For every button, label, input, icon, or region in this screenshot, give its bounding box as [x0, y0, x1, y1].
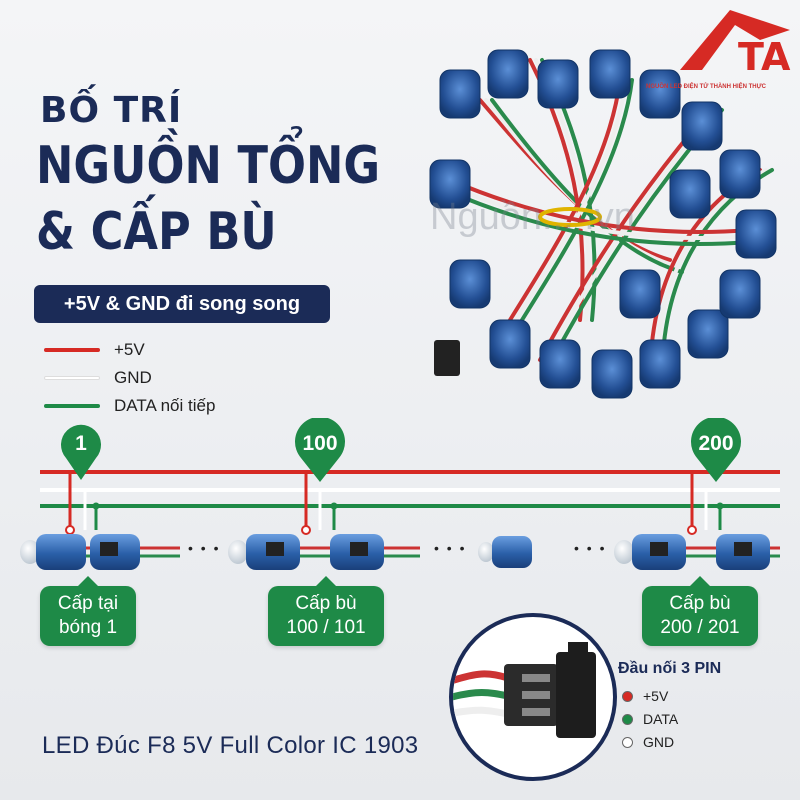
callout-line1: Cấp bù	[669, 593, 731, 614]
pin-dot	[622, 690, 633, 702]
subtitle-badge: +5V & GND đi song song	[34, 285, 330, 323]
legend-swatch	[44, 348, 100, 352]
pin-label: +5V	[643, 688, 669, 704]
legend-item-data: DATA nối tiếp	[44, 396, 215, 416]
pin-dot	[622, 736, 633, 748]
pin-label: 200	[698, 432, 734, 455]
map-pin-icon	[61, 424, 101, 480]
legend-swatch	[44, 376, 100, 380]
legend-item-5v: +5V	[44, 340, 145, 360]
legend-swatch	[44, 404, 100, 408]
svg-text:TA: TA	[738, 35, 791, 79]
callout-line2: 200 / 201	[660, 617, 740, 638]
pin-marker-100: 100	[292, 416, 348, 484]
brand-logo: TA	[680, 10, 791, 79]
title-line-2: NGUỒN TỔNG	[36, 136, 381, 196]
pin-label: GND	[643, 734, 675, 750]
connector-title: Đầu nối 3 PIN	[618, 660, 722, 677]
callout-1: Cấp tại bóng 1	[40, 576, 136, 646]
legend-label: +5V	[114, 340, 145, 359]
watermark: Nguồn... .vn	[430, 196, 635, 238]
ellipsis-2: • • •	[434, 540, 467, 556]
title-line-1: BỐ TRÍ	[40, 90, 183, 131]
logo-caption: NGUỒN LED ĐIỆN TỬ THÀNH HIỆN THỰC	[646, 84, 766, 90]
pin-label: 1	[75, 432, 87, 455]
ellipsis-1: • • •	[188, 540, 221, 556]
led-segment-100	[228, 534, 420, 570]
led-segment-middle	[478, 536, 532, 568]
pin-label: 100	[302, 432, 338, 455]
pin-dot	[622, 713, 633, 725]
connector-pin-gnd: GND	[622, 734, 674, 750]
led-string-photo	[429, 49, 777, 399]
connector-pin-5v: +5V	[622, 688, 668, 704]
led-segment-200	[614, 534, 780, 570]
title-line-3: & CẤP BÙ	[36, 202, 277, 262]
drop-group-100	[301, 472, 338, 535]
legend-label: DATA nối tiếp	[114, 396, 216, 415]
drop-group-200	[687, 472, 724, 535]
pin-marker-1: 1	[58, 422, 104, 482]
led-segment-1	[20, 534, 180, 570]
legend-item-gnd: GND	[44, 368, 152, 388]
map-pin-icon	[691, 416, 741, 482]
callout-200: Cấp bù 200 / 201	[642, 576, 758, 646]
wiring-diagram	[20, 470, 780, 570]
callout-line2: bóng 1	[58, 617, 118, 638]
ellipsis-3: • • •	[574, 540, 607, 556]
map-pin-icon	[295, 416, 345, 482]
callout-line1: Cấp bù	[295, 593, 357, 614]
legend-label: GND	[114, 368, 152, 387]
callout-line2: 100 / 101	[286, 617, 366, 638]
pin-label: DATA	[643, 711, 679, 727]
connector-photo	[449, 613, 617, 781]
callout-line1: Cấp tại	[57, 593, 119, 614]
product-name: LED Đúc F8 5V Full Color IC 1903	[42, 732, 419, 759]
connector-pin-data: DATA	[622, 711, 678, 727]
pin-marker-200: 200	[688, 416, 744, 484]
callout-100: Cấp bù 100 / 101	[268, 576, 384, 646]
